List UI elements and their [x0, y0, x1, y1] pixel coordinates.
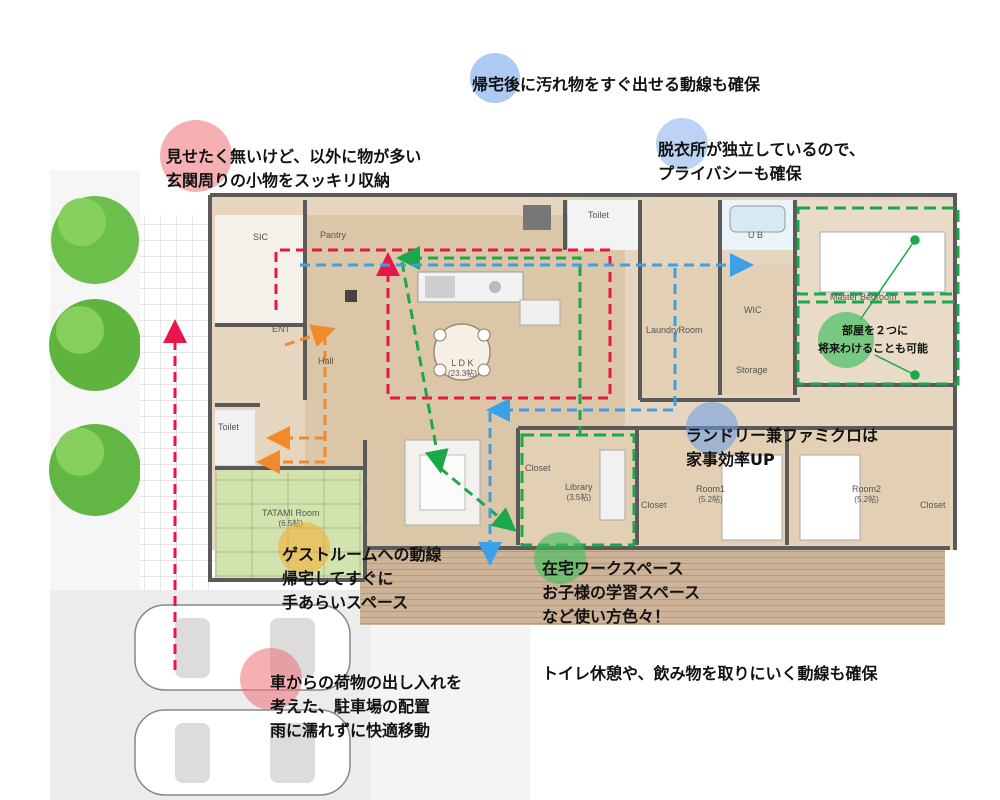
annotation-laundry-line1: ランドリー兼ファミクロは	[686, 426, 879, 445]
room-label-closet-library: Closet	[525, 463, 551, 473]
annotation-parking-line2: 考えた、駐車場の配置	[270, 697, 431, 716]
annotation-split-line2: 将来わけることも可能	[818, 342, 928, 355]
annotation-guest-line1: ゲストルームへの動線	[282, 545, 442, 564]
room-label-sic: SIC	[253, 232, 269, 242]
room-label-room2: Room2 (5.2帖)	[852, 484, 881, 505]
red-route	[163, 248, 612, 670]
room-label-master: Master Bedroom	[830, 292, 897, 302]
room-label-ent: ENT	[272, 324, 290, 334]
ldk-name: L D K	[451, 358, 474, 368]
green-dot-split	[818, 312, 874, 368]
split-room-pointers	[859, 235, 920, 380]
annotation-laundry-line2: 家事効率UP	[686, 450, 775, 469]
annotation-toilet-break: トイレ休憩や、飲み物を取りにいく動線も確保	[542, 664, 878, 683]
annotation-parking-line3: 雨に濡れずに快適移動	[270, 721, 431, 740]
annotation-guest-line3: 手あらいスペース	[282, 593, 409, 612]
room-label-toilet-top: Toilet	[588, 210, 610, 220]
room-label-ub: U B	[748, 230, 764, 240]
blue-dot-return	[470, 53, 520, 103]
annotation-guest: ゲストルームへの動線 帰宅してすぐに 手あらいスペース	[282, 543, 442, 615]
green-dot-work	[534, 532, 586, 584]
room-label-closet-room1: Closet	[641, 500, 667, 510]
tatami-size: (6.5帖)	[278, 519, 303, 528]
red-dot-parking	[240, 648, 302, 710]
ldk-size: (23.3帖)	[448, 369, 477, 378]
room2-size: (5.2帖)	[854, 495, 879, 504]
walls	[208, 193, 957, 582]
library-name: Library	[565, 482, 593, 492]
annotation-entrance-line2: 玄関周りの小物をスッキリ収納	[166, 171, 391, 190]
room2-name: Room2	[852, 484, 882, 494]
annotation-dressing-line2: プライバシーも確保	[658, 164, 802, 183]
blue-dot-laundry	[686, 402, 738, 454]
orange-dot-guest	[278, 522, 330, 574]
orange-route	[256, 324, 336, 474]
room-label-closet-room2: Closet	[920, 500, 946, 510]
annotation-entrance: 見せたく無いけど、以外に物が多い 玄関周りの小物をスッキリ収納	[166, 145, 421, 193]
annotation-dressing: 脱衣所が独立しているので、 プライバシーも確保	[658, 138, 865, 186]
room1-name: Room1	[696, 484, 726, 494]
annotation-return-home: 帰宅後に汚れ物をすぐ出せる動線も確保	[472, 75, 761, 94]
annotation-work-line2: お子様の学習スペース	[542, 583, 701, 602]
annotation-guest-line2: 帰宅してすぐに	[282, 569, 394, 588]
red-dot-entrance	[160, 120, 232, 192]
tree-icons	[49, 196, 141, 516]
room-label-storage: Storage	[736, 365, 768, 375]
library-size: (3.5帖)	[566, 493, 591, 502]
blue-route	[300, 253, 754, 566]
annotation-work-line3: など使い方色々！	[542, 607, 671, 626]
annotation-parking-line1: 車からの荷物の出し入れを	[270, 673, 463, 692]
approach-tiles	[140, 215, 215, 590]
annotation-entrance-line1: 見せたく無いけど、以外に物が多い	[166, 147, 422, 166]
room-label-wic: WIC	[744, 305, 762, 315]
green-route	[396, 246, 582, 532]
annotation-work-line1: 在宅ワークスペース	[542, 559, 684, 578]
tatami-name: TATAMI Room	[262, 508, 320, 518]
annotation-work: 在宅ワークスペース お子様の学習スペース など使い方色々！	[542, 557, 700, 629]
annotation-parking: 車からの荷物の出し入れを 考えた、駐車場の配置 雨に濡れずに快適移動	[270, 671, 462, 743]
annotation-laundry: ランドリー兼ファミクロは 家事効率UP	[686, 424, 878, 472]
annotation-split-room: 部屋を２つに 将来わけることも可能	[818, 322, 928, 358]
room-label-laundry: LaundryRoom	[646, 325, 703, 335]
room-label-pantry: Pantry	[320, 230, 347, 240]
room-label-toilet-left: Toilet	[218, 422, 240, 432]
annotation-split-line1: 部屋を２つに	[842, 324, 908, 337]
room-label-room1: Room1 (5.2帖)	[696, 484, 725, 505]
room-label-hall: Hall	[318, 356, 334, 366]
room-label-tatami: TATAMI Room (6.5帖)	[262, 508, 320, 529]
blue-dot-dressing	[656, 118, 708, 170]
annotation-dressing-line1: 脱衣所が独立しているので、	[658, 140, 865, 159]
room-label-library: Library (3.5帖)	[565, 482, 593, 503]
room1-size: (5.2帖)	[698, 495, 723, 504]
room-label-ldk: L D K (23.3帖)	[448, 358, 477, 379]
